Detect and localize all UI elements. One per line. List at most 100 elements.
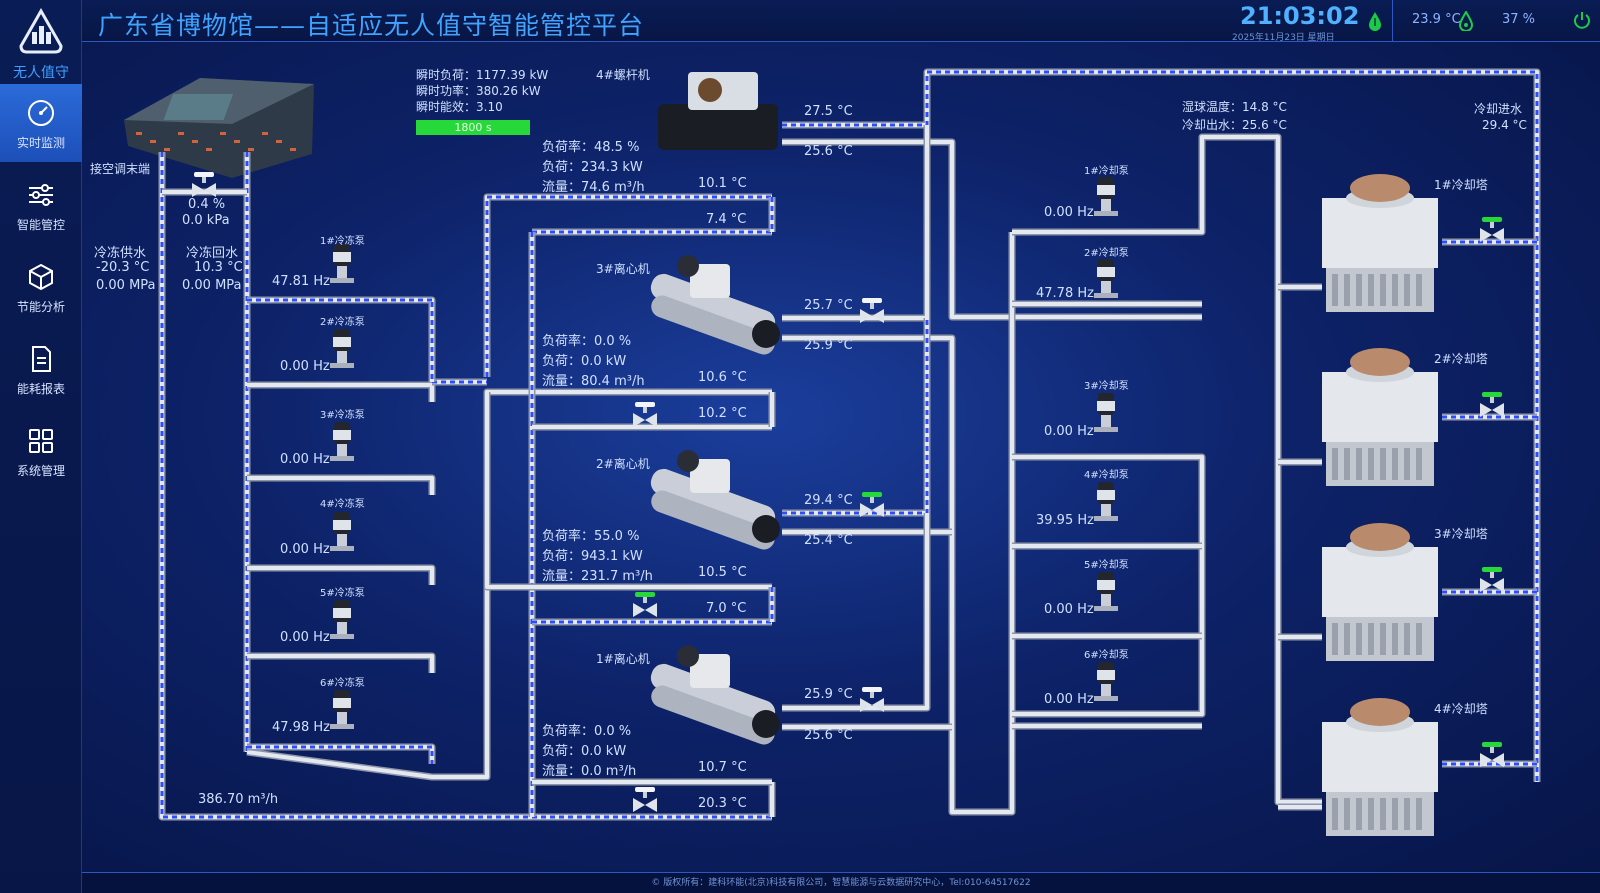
chiller-2-unit [650, 450, 780, 550]
valve-body [645, 413, 657, 427]
chilled-pump-6-freq: 47.98 Hz [272, 720, 330, 735]
pump-base [1094, 516, 1118, 521]
flow-indicator [485, 195, 772, 377]
supply-temp: -20.3 °C [96, 260, 150, 275]
valve [633, 402, 657, 427]
chiller-4-load-rate: 负荷率：48.5 % [542, 140, 640, 155]
sidebar: 无人值守 实时监测 智能管控 节能分析 能耗报表 [0, 0, 82, 893]
valve-body [872, 698, 884, 712]
cooling-pump-2-freq: 47.78 Hz [1036, 286, 1094, 301]
building-light [276, 140, 282, 143]
tower-4-name: 4#冷却塔 [1434, 702, 1488, 716]
valve-body [1492, 403, 1504, 417]
terminal-pressure: 0.0 kPa [182, 213, 230, 228]
tower-upper [1322, 547, 1438, 617]
cooling-in-temp: 29.4 °C [1482, 118, 1527, 132]
date-label: 2025年11月23日 星期日 [1232, 33, 1335, 43]
valve-body [1492, 228, 1504, 242]
pump-body [1101, 281, 1111, 295]
power-icon[interactable] [1572, 10, 1592, 30]
pump-body [337, 712, 347, 726]
chiller-2-load-rate: 负荷率：55.0 % [542, 529, 640, 544]
pump-base [330, 546, 354, 551]
header-divider [1392, 0, 1393, 42]
valve-body [872, 503, 884, 517]
pump-base [1094, 606, 1118, 611]
tower-fan [1350, 348, 1410, 376]
valve-handle [862, 492, 882, 497]
pump-body [1101, 504, 1111, 518]
tower-upper [1322, 372, 1438, 442]
cooling-out-temp: 冷却出水：25.6 °C [1182, 118, 1287, 132]
building-light [234, 140, 240, 143]
cooling-pump-4 [1094, 482, 1118, 521]
cooling-pump-1-freq: 0.00 Hz [1044, 205, 1094, 220]
building-light [178, 132, 184, 135]
flow-indicator [247, 745, 434, 764]
chiller-end-cap [752, 515, 780, 543]
chiller-panel [690, 459, 730, 493]
pipe [485, 392, 772, 589]
valve [633, 787, 657, 812]
valve-body [633, 413, 645, 427]
nav-item-smart-control[interactable]: 智能管控 [0, 166, 82, 244]
valve-body [1480, 403, 1492, 417]
footer: © 版权所有：建科环能(北京)科技有限公司，智慧能源与云数据研究中心，Tel:0… [82, 872, 1600, 893]
chiller-2-cond-out: 29.4 °C [804, 493, 853, 508]
cooling-tower-3 [1322, 523, 1438, 661]
valve-stem [870, 692, 874, 698]
pump-base [330, 724, 354, 729]
tower-upper [1322, 722, 1438, 792]
nav-item-realtime-monitor[interactable]: 实时监测 [0, 84, 82, 162]
chiller-2-evap-in: 7.0 °C [706, 601, 747, 616]
nav-label: 实时监测 [16, 136, 65, 150]
nav-item-energy-analysis[interactable]: 节能分析 [0, 248, 82, 326]
tower-upper [1322, 198, 1438, 268]
chiller-barrel [650, 273, 776, 337]
chiller-panel [690, 654, 730, 688]
nav-label: 节能分析 [16, 300, 65, 314]
tower-louver [1368, 274, 1374, 306]
chiller-3-load-rate: 负荷率：0.0 % [542, 334, 632, 349]
tower-louver [1416, 274, 1422, 306]
chiller-1-unit [650, 645, 780, 745]
pump-band [333, 698, 351, 708]
pump-band [333, 520, 351, 530]
pipe-network [124, 68, 1541, 836]
building-light [136, 132, 142, 135]
tower-louver [1416, 623, 1422, 655]
chiller-4-flow: 流量：74.6 m³/h [542, 180, 645, 195]
tower-louver [1344, 623, 1350, 655]
cooling-pump-3-freq: 0.00 Hz [1044, 424, 1094, 439]
valve-body [860, 698, 872, 712]
supply-label: 冷冻供水 [94, 246, 147, 261]
chiller-barrel [650, 468, 776, 532]
cooling-pump-5 [1094, 572, 1118, 611]
chiller-3-cond-in: 25.9 °C [804, 338, 853, 353]
tower-louver [1368, 448, 1374, 480]
valve-body [1480, 578, 1492, 592]
pump-body [337, 534, 347, 548]
building-light [164, 148, 170, 151]
pump-body [1101, 684, 1111, 698]
tower-louver [1392, 274, 1398, 306]
tower-louver [1380, 274, 1386, 306]
pump-body [337, 444, 347, 458]
pipe [1012, 135, 1322, 804]
chilled-pump-3-name: 3#冷冻泵 [320, 410, 365, 421]
pump-band [1097, 267, 1115, 277]
chiller-shell [658, 104, 778, 150]
nav-label: 智能管控 [16, 218, 65, 232]
valve-handle [1482, 742, 1502, 747]
chilled-pump-6 [330, 690, 354, 729]
tower-fan [1350, 523, 1410, 551]
pipe-outline [247, 652, 436, 673]
terminal-label: 接空调末端 [90, 162, 151, 176]
nav-item-system-management[interactable]: 系统管理 [0, 412, 82, 490]
cooling-in-label: 冷却进水 [1474, 102, 1523, 116]
pump-band [333, 337, 351, 347]
tower-louver [1380, 448, 1386, 480]
chiller-end-cap [752, 320, 780, 348]
chilled-pump-2-name: 2#冷冻泵 [320, 317, 365, 328]
nav-item-energy-report[interactable]: 能耗报表 [0, 330, 82, 408]
